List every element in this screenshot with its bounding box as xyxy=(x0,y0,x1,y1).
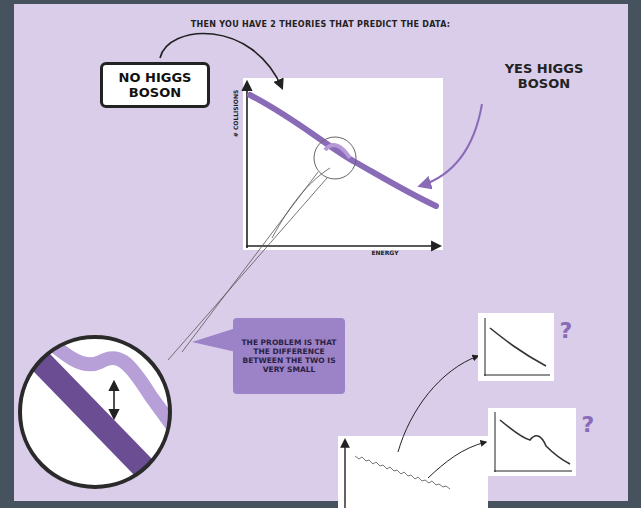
axis-label: ENERGY xyxy=(360,250,410,257)
smooth-curve xyxy=(490,328,546,366)
axis-label: # COLLISIONS xyxy=(233,73,240,153)
callout-box: THE PROBLEM IS THAT THE DIFFERENCE BETWE… xyxy=(233,318,345,394)
question-mark: ? xyxy=(578,412,598,437)
pointer-arrow xyxy=(420,104,482,186)
option-chart xyxy=(488,408,576,476)
y-axis xyxy=(344,440,345,508)
x-axis xyxy=(246,245,440,247)
difference-arrow xyxy=(113,382,115,418)
chart-axes xyxy=(494,412,572,472)
bump-curve xyxy=(500,420,570,464)
pointer-arrow xyxy=(398,356,478,452)
chart-axes xyxy=(484,318,550,376)
callout-tail xyxy=(192,328,236,352)
theory-curve xyxy=(250,95,436,206)
question-mark: ? xyxy=(556,318,576,343)
curve-label: YES HIGGS BOSON xyxy=(494,62,594,92)
magnifier-rim xyxy=(20,337,170,487)
bump-curve xyxy=(325,145,350,158)
node-text: NO HIGGS BOSON xyxy=(103,70,207,100)
thin-curve xyxy=(272,168,330,238)
pointer-arrow xyxy=(428,442,486,478)
node-text: THE PROBLEM IS THAT THE DIFFERENCE BETWE… xyxy=(239,338,339,374)
zoom-circle xyxy=(314,137,356,179)
title: THEN YOU HAVE 2 THEORIES THAT PREDICT TH… xyxy=(0,20,641,29)
dark-band xyxy=(10,330,180,505)
option-chart xyxy=(478,313,554,381)
label-box: NO HIGGS BOSON xyxy=(100,62,210,108)
data-chart xyxy=(338,436,488,508)
y-axis xyxy=(246,82,248,248)
chart-area xyxy=(243,78,443,250)
noisy-data xyxy=(355,456,450,489)
